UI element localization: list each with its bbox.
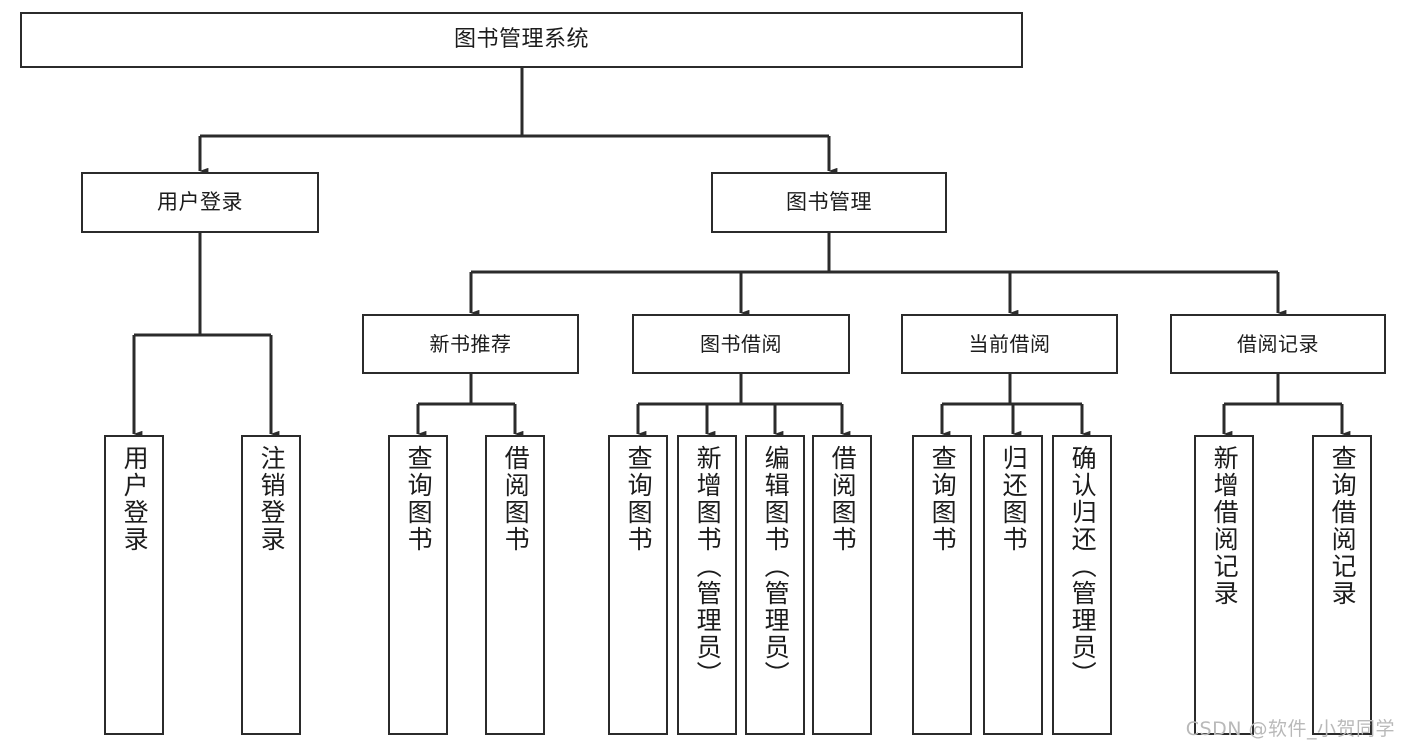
node-label: 用户登录 [120, 445, 150, 553]
node-label: 查询图书 [404, 445, 434, 553]
node-n2: 借阅图书 [485, 435, 545, 735]
node-label: 借阅图书 [501, 445, 531, 553]
node-label: 新书推荐 [429, 331, 512, 356]
node-bookmg: 图书管理 [711, 172, 947, 233]
node-r2: 查询借阅记录 [1312, 435, 1372, 735]
node-label: 查询借阅记录 [1328, 445, 1358, 607]
node-label: 图书借阅 [700, 331, 782, 356]
node-label: 用户登录 [157, 189, 243, 214]
node-newrec: 新书推荐 [362, 314, 579, 374]
node-label: 借阅记录 [1237, 331, 1319, 356]
node-r1: 新增借阅记录 [1194, 435, 1254, 735]
node-c2: 归还图书 [983, 435, 1043, 735]
node-c1: 查询图书 [912, 435, 972, 735]
node-label: 图书管理 [786, 189, 872, 214]
node-label: 归还图书 [999, 445, 1029, 553]
node-b3: 编辑图书（管理员） [745, 435, 805, 735]
node-b1: 查询图书 [608, 435, 668, 735]
node-login: 用户登录 [81, 172, 319, 233]
node-label: 注销登录 [257, 445, 287, 553]
node-n1: 查询图书 [388, 435, 448, 735]
node-label: 当前借阅 [968, 331, 1051, 356]
node-l2: 注销登录 [241, 435, 301, 735]
node-borrow: 图书借阅 [632, 314, 850, 374]
node-c3: 确认归还（管理员） [1052, 435, 1112, 735]
node-b2: 新增图书（管理员） [677, 435, 737, 735]
node-label: 查询图书 [624, 445, 654, 553]
node-label: 新增图书（管理员） [693, 445, 723, 688]
node-label: 编辑图书（管理员） [761, 445, 791, 688]
node-records: 借阅记录 [1170, 314, 1386, 374]
node-label: 确认归还（管理员） [1068, 445, 1098, 688]
node-label: 借阅图书 [828, 445, 858, 553]
watermark: CSDN @软件_小贺同学 [1185, 718, 1395, 740]
node-label: 查询图书 [928, 445, 958, 553]
node-l1: 用户登录 [104, 435, 164, 735]
node-current: 当前借阅 [901, 314, 1118, 374]
node-b4: 借阅图书 [812, 435, 872, 735]
node-label: 新增借阅记录 [1210, 445, 1240, 607]
node-root: 图书管理系统 [20, 12, 1023, 68]
node-label: 图书管理系统 [453, 27, 589, 53]
